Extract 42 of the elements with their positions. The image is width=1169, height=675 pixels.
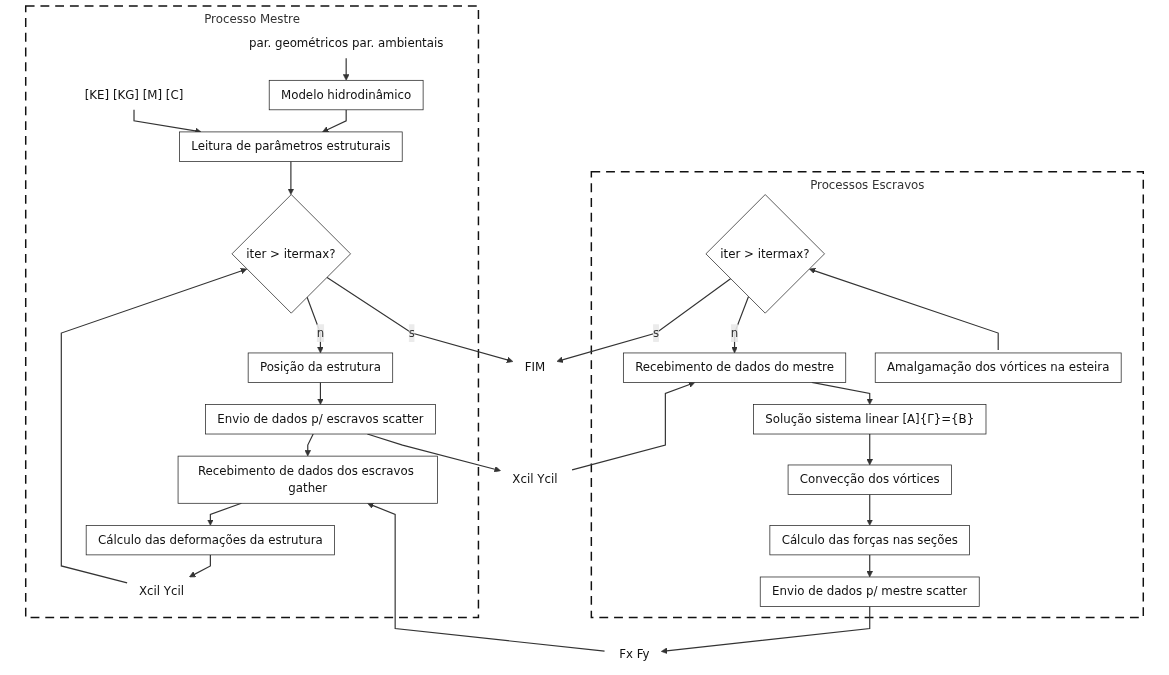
node-text: [KE] [KG] [M] [C] xyxy=(84,87,184,102)
arrow xyxy=(731,296,749,354)
arrow xyxy=(60,267,248,584)
node-box: Solução sistema linear [A]{Γ}={B} xyxy=(753,404,987,435)
arrow xyxy=(306,296,324,354)
node-diamond: iter > itermax? xyxy=(705,194,825,314)
node-text: Fx Fy xyxy=(619,647,650,661)
arrow xyxy=(326,276,514,364)
node-box: Cálculo das forças nas seções xyxy=(769,525,970,556)
arrow xyxy=(304,433,314,457)
node-diamond: iter > itermax? xyxy=(231,194,351,314)
arrow xyxy=(189,554,211,578)
node-text: FIM xyxy=(524,360,546,375)
arrow xyxy=(866,433,873,466)
node-box: Envio de dados p/ mestre scatter xyxy=(759,576,980,607)
edge-label: s xyxy=(408,325,415,340)
node-text: par. geométricos par. ambientais xyxy=(248,36,444,51)
arrow xyxy=(322,109,347,133)
node-text: Xcil Ycil xyxy=(138,584,185,599)
arrow xyxy=(367,502,606,652)
node-box: Cálculo das deformações da estrutura xyxy=(85,525,335,556)
node-box: Leitura de parâmetros estruturais xyxy=(179,131,403,162)
node-box: Posição da estrutura xyxy=(247,352,394,383)
arrow xyxy=(571,381,696,471)
node-box: Envio de dados p/ escravos scatter xyxy=(205,404,436,435)
node-text: Xcil Ycil xyxy=(512,472,558,487)
node-box: Modelo hidrodinâmico xyxy=(268,79,424,111)
edge-label: s xyxy=(653,325,660,340)
node-box: Recebimento de dados do mestre xyxy=(623,352,847,383)
arrow xyxy=(317,381,324,405)
edge-label: n xyxy=(730,325,739,340)
edge-label: n xyxy=(316,325,325,340)
arrow xyxy=(287,160,295,195)
arrow xyxy=(342,57,350,81)
arrow xyxy=(809,267,999,351)
arrow xyxy=(556,278,732,363)
arrow xyxy=(660,605,871,654)
arrow xyxy=(866,493,873,526)
node-box: Recebimento de dados dos escravos gather xyxy=(177,455,438,504)
node-box: Amalgamação dos vórtices na esteira xyxy=(874,352,1122,383)
arrow xyxy=(866,554,873,578)
node-box: Convecção dos vórtices xyxy=(787,464,952,495)
